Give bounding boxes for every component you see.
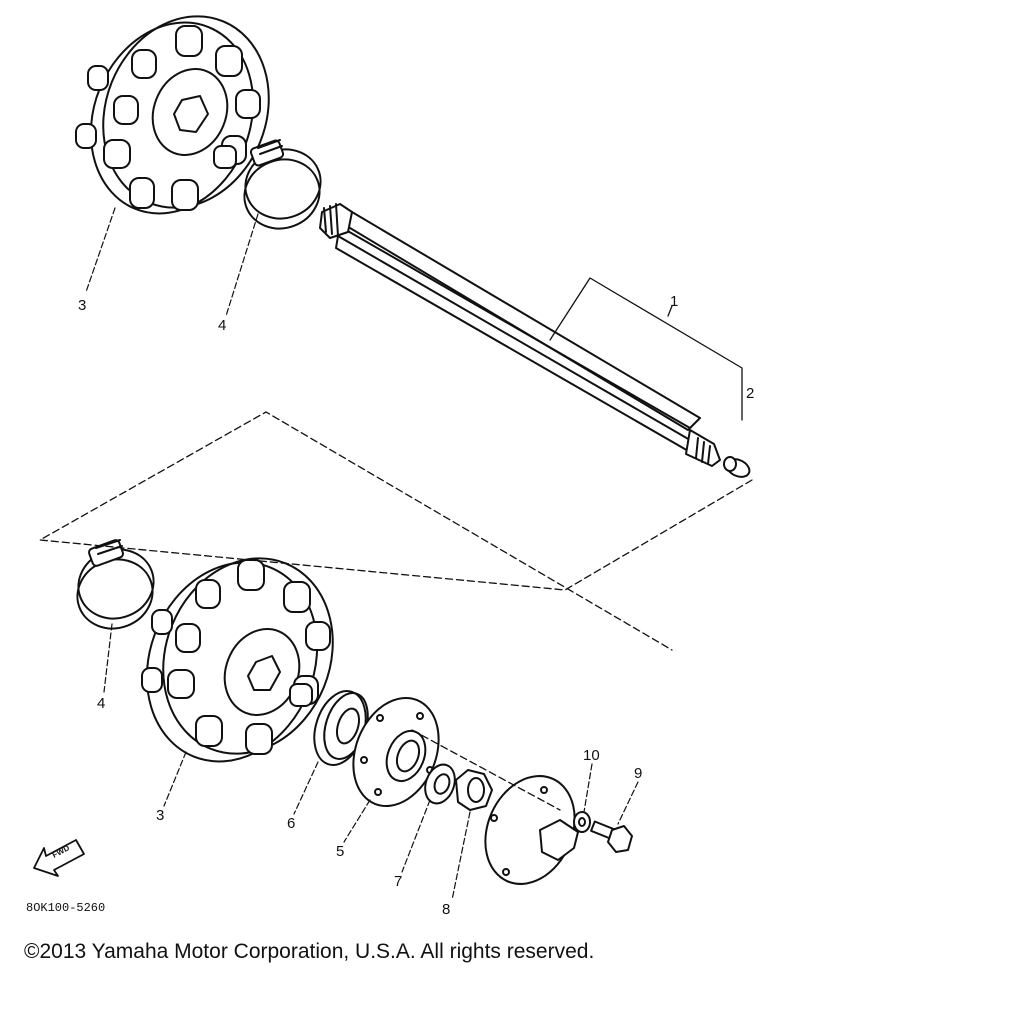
bolt <box>590 820 633 853</box>
callout-bolt: 9 <box>634 765 642 782</box>
assembly-lines <box>39 411 753 811</box>
callout-labels: 1 2 3 4 4 3 6 5 7 8 9 10 FWD 8OK100-5260 <box>26 293 754 918</box>
clamp-upper <box>243 139 322 230</box>
sprocket-upper <box>75 15 270 215</box>
callout-clamp-lower: 4 <box>97 695 105 712</box>
clamp-lower <box>76 539 155 630</box>
callout-plug: 2 <box>746 385 754 402</box>
callout-washer: 7 <box>394 873 402 890</box>
fwd-arrow-icon <box>33 839 85 877</box>
callout-bracket <box>549 277 743 421</box>
callout-housing: 5 <box>336 843 344 860</box>
drive-shaft <box>319 203 721 467</box>
callout-sprocket-upper: 3 <box>78 297 86 314</box>
washer <box>424 763 456 805</box>
lock-washer <box>573 811 591 833</box>
shaft-plug <box>723 456 751 478</box>
bearing <box>313 690 369 766</box>
drawing-code: 8OK100-5260 <box>26 901 105 915</box>
callout-lock-washer: 10 <box>583 747 600 764</box>
nut <box>455 769 493 811</box>
copyright-notice: ©2013 Yamaha Motor Corporation, U.S.A. A… <box>24 940 595 963</box>
callout-shaft: 1 <box>670 293 678 310</box>
callout-sprocket-lower: 3 <box>156 807 164 824</box>
leader-lines <box>85 207 639 901</box>
flange-cover <box>484 775 579 885</box>
callout-bearing: 6 <box>287 815 295 832</box>
callout-nut: 8 <box>442 901 450 918</box>
sprocket-lower <box>141 557 334 763</box>
callout-clamp-upper: 4 <box>218 317 226 334</box>
